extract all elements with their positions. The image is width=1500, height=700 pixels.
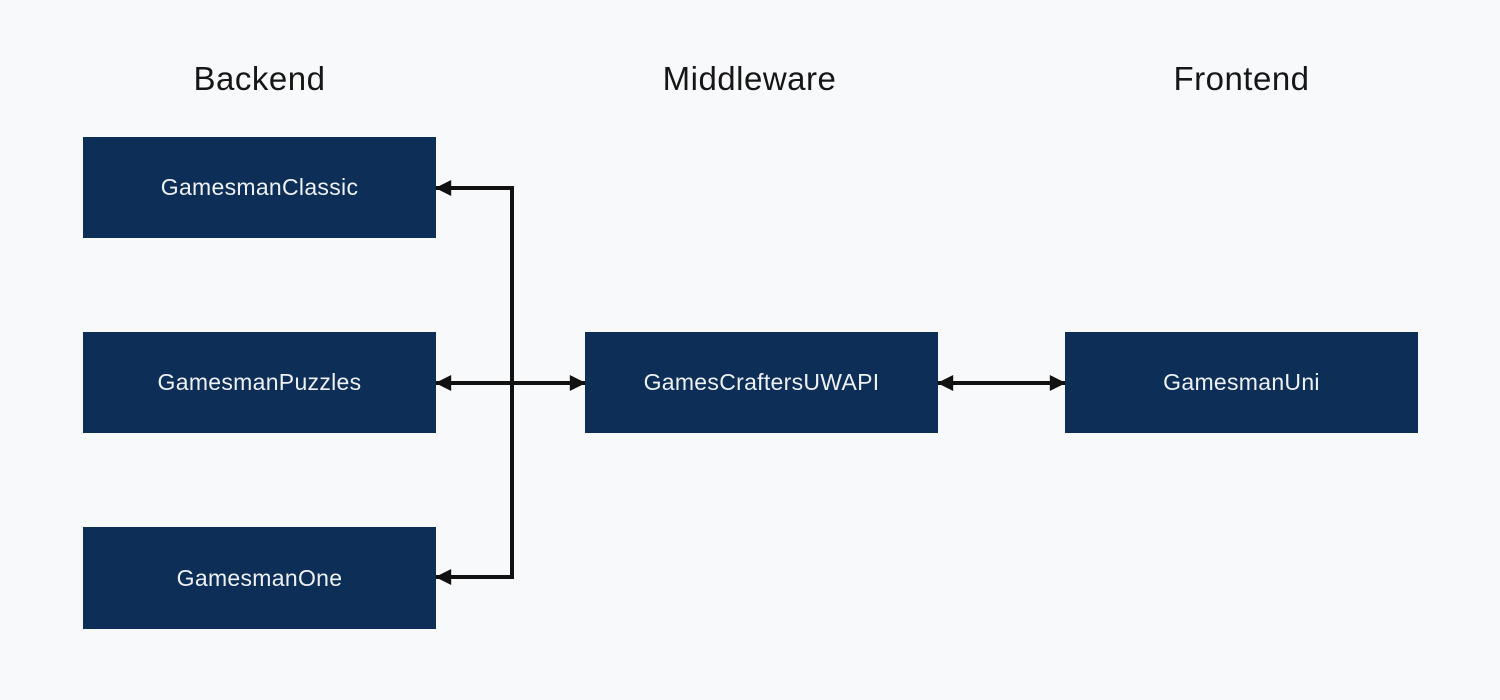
node-gamesman-classic: GamesmanClassic bbox=[83, 137, 436, 238]
node-gamesman-uni: GamesmanUni bbox=[1065, 332, 1418, 433]
node-gamesman-puzzles: GamesmanPuzzles bbox=[83, 332, 436, 433]
column-header-backend: Backend bbox=[193, 60, 326, 97]
column-header-middleware: Middleware bbox=[662, 60, 837, 97]
node-gamescrafters-uwapi: GamesCraftersUWAPI bbox=[585, 332, 938, 433]
column-header-frontend: Frontend bbox=[1173, 60, 1310, 97]
node-gamesman-one: GamesmanOne bbox=[83, 527, 436, 629]
